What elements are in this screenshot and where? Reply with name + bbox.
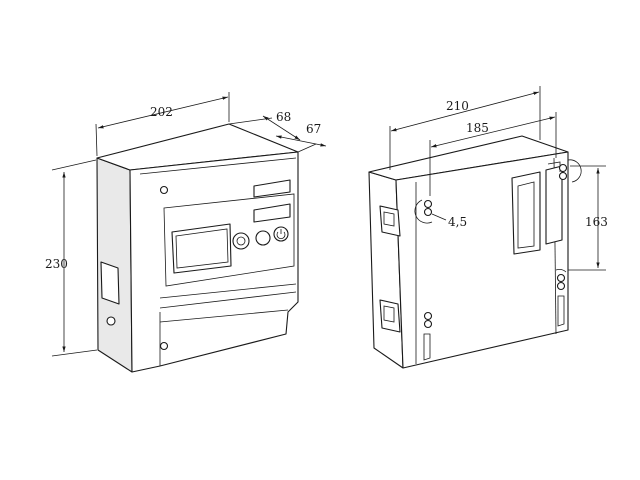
label-window — [253, 203, 291, 223]
hole-arc — [414, 199, 433, 224]
screw — [159, 341, 169, 351]
mount-hole — [423, 207, 433, 217]
side-clip — [379, 299, 401, 333]
screw — [106, 316, 116, 326]
side-clip-inner — [383, 305, 395, 323]
rear-back-face — [395, 151, 569, 369]
rear-slot-small — [423, 333, 431, 361]
mount-hole — [556, 281, 566, 291]
power-symbol — [276, 229, 286, 240]
round-button-inner — [236, 236, 246, 246]
mount-hole — [558, 163, 568, 173]
lcd-display — [171, 223, 232, 274]
rear-slot-small — [557, 295, 565, 327]
manual-button — [255, 230, 271, 246]
dim-label-163: 163 — [585, 215, 608, 229]
side-clip — [379, 205, 401, 237]
dim-label-210: 210 — [446, 99, 469, 113]
mount-hole — [556, 273, 566, 283]
rear-dimensions: 210 185 163 4,5 — [389, 86, 608, 271]
dim-label-202: 202 — [150, 105, 173, 119]
dim-line-202 — [97, 96, 229, 129]
leader-hole-diameter — [431, 213, 447, 221]
dim-label-hole: 4,5 — [448, 215, 467, 229]
hole-arc — [567, 159, 582, 183]
dim-line-67 — [275, 135, 327, 147]
front-dimensions: 202 68 67 230 — [45, 92, 327, 357]
dim-label-67: 67 — [306, 122, 321, 136]
round-button — [232, 232, 250, 250]
front-frame-line — [139, 157, 297, 175]
side-window — [100, 261, 120, 305]
mount-hole — [423, 311, 433, 321]
label-window — [253, 179, 291, 198]
front-view — [96, 123, 299, 373]
hole-arc — [555, 269, 567, 273]
front-frame-line — [159, 309, 289, 323]
rear-slot — [545, 165, 563, 245]
mount-hole — [558, 171, 568, 181]
rear-view — [368, 135, 582, 369]
rear-slot — [511, 171, 541, 255]
mount-hole — [423, 319, 433, 329]
screw — [159, 185, 169, 195]
dim-line-210 — [390, 91, 540, 132]
front-frame-line — [159, 283, 297, 299]
dim-label-230: 230 — [45, 257, 68, 271]
lcd-display-inner — [175, 228, 229, 269]
dim-line-185 — [430, 116, 556, 148]
side-clip-inner — [383, 211, 395, 227]
front-frame-line — [159, 291, 297, 309]
display-panel — [163, 193, 295, 287]
mount-hole — [423, 199, 433, 209]
dim-label-185: 185 — [466, 121, 489, 135]
dim-label-68: 68 — [276, 110, 291, 124]
rear-slot-inner — [517, 181, 535, 249]
